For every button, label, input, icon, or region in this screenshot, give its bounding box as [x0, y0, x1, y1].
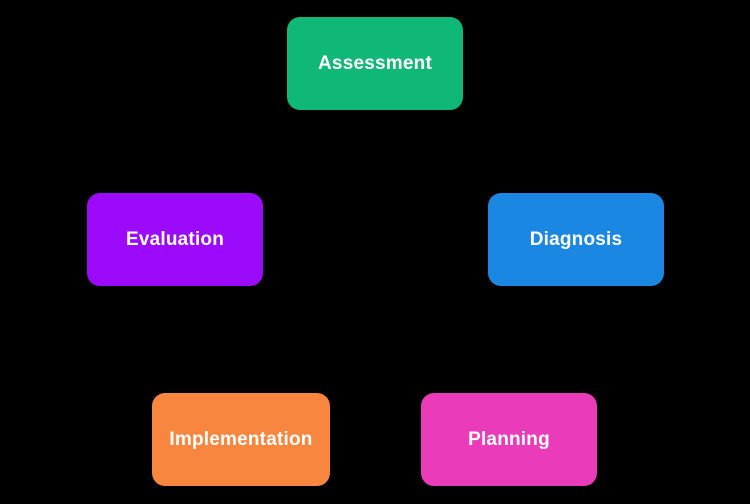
node-assessment-label: Assessment [318, 52, 432, 74]
node-evaluation-label: Evaluation [125, 228, 225, 250]
node-planning: Planning [421, 393, 597, 486]
node-diagnosis: Diagnosis [488, 193, 664, 286]
node-evaluation: Evaluation [87, 193, 263, 286]
node-implementation-label: Implementation [169, 428, 313, 450]
node-planning-label: Planning [468, 428, 550, 450]
node-assessment: Assessment [287, 17, 463, 110]
node-diagnosis-label: Diagnosis [529, 228, 623, 250]
node-implementation: Implementation [152, 393, 330, 486]
